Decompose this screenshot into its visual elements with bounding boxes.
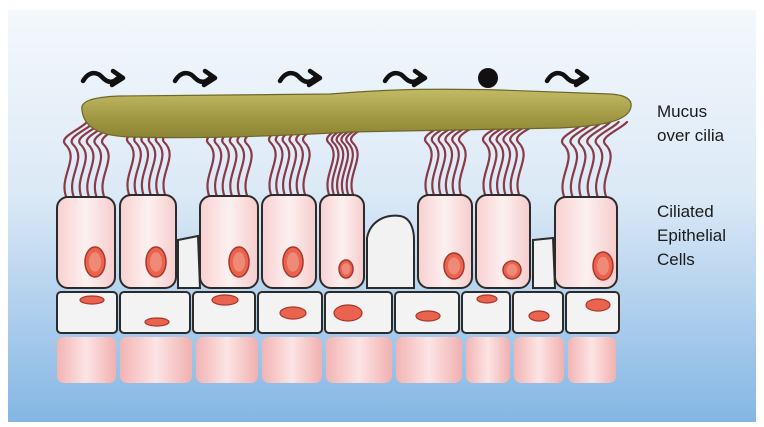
middle-cell xyxy=(258,292,322,333)
basal-cell-body xyxy=(568,337,616,383)
basal-cell xyxy=(396,337,462,383)
basal-cell-body xyxy=(196,337,258,383)
nucleus xyxy=(212,295,238,305)
basal-cell xyxy=(514,337,564,383)
basal-cells xyxy=(57,337,616,383)
ciliated-cell xyxy=(200,196,258,288)
nucleus xyxy=(586,299,610,311)
basal-cell xyxy=(196,337,258,383)
middle-cell xyxy=(566,292,619,333)
nucleolus xyxy=(597,257,609,275)
middle-cell xyxy=(325,292,392,333)
basal-cell xyxy=(466,337,510,383)
middle-cell-body xyxy=(566,292,619,333)
middle-cell xyxy=(513,292,563,333)
nucleolus xyxy=(448,258,460,275)
basal-cell-body xyxy=(396,337,462,383)
cell-body xyxy=(57,197,115,288)
particle-icon xyxy=(478,68,498,88)
goblet-cell xyxy=(533,238,555,288)
basal-cell-body xyxy=(120,337,192,383)
nucleus xyxy=(529,311,549,321)
ciliated-label-line-1: Ciliated xyxy=(657,200,726,224)
nucleolus xyxy=(233,252,245,272)
cell-body xyxy=(120,195,176,288)
nucleolus xyxy=(507,264,518,276)
mucus-label-line-1: Mucus xyxy=(657,100,724,124)
mucus-label-line-2: over cilia xyxy=(657,124,724,148)
basal-cell xyxy=(326,337,392,383)
goblet-cell xyxy=(178,236,200,288)
nucleus xyxy=(416,311,440,321)
middle-cell xyxy=(193,292,255,333)
basal-cell-body xyxy=(326,337,392,383)
middle-cell xyxy=(395,292,459,333)
nucleolus xyxy=(342,263,350,275)
nucleus xyxy=(145,318,169,326)
basal-cell xyxy=(57,337,116,383)
nucleolus xyxy=(150,252,162,272)
cell-body xyxy=(200,196,258,288)
basal-cell-body xyxy=(514,337,564,383)
ciliated-cell xyxy=(320,195,364,288)
ciliated-cell xyxy=(418,195,472,288)
ciliated-label-line-3: Cells xyxy=(657,248,726,272)
basal-cell xyxy=(568,337,616,383)
ciliated-cell xyxy=(57,197,115,288)
nucleolus xyxy=(89,252,101,272)
cell-body xyxy=(418,195,472,288)
basal-cell xyxy=(120,337,192,383)
basal-cell-body xyxy=(466,337,510,383)
ciliated-cell xyxy=(120,195,176,288)
ciliated-cell xyxy=(555,197,617,288)
ciliated-cell xyxy=(476,195,530,288)
basal-cell xyxy=(262,337,322,383)
middle-cell xyxy=(120,292,190,333)
nucleus xyxy=(80,296,104,304)
goblet-cell xyxy=(367,216,414,288)
middle-cell-row xyxy=(57,292,619,333)
middle-cell xyxy=(57,292,117,333)
mucus-label: Mucus over cilia xyxy=(657,100,724,148)
middle-cell xyxy=(462,292,510,333)
basal-cell-body xyxy=(262,337,322,383)
nucleus xyxy=(280,307,306,319)
cell-body xyxy=(476,195,530,288)
nucleolus xyxy=(287,252,299,272)
basal-cell-body xyxy=(57,337,116,383)
nucleus xyxy=(477,295,497,303)
ciliated-cell xyxy=(262,195,316,288)
nucleus xyxy=(334,305,362,321)
ciliated-label-line-2: Epithelial xyxy=(657,224,726,248)
middle-cell-body xyxy=(120,292,190,333)
ciliated-label: Ciliated Epithelial Cells xyxy=(657,200,726,272)
